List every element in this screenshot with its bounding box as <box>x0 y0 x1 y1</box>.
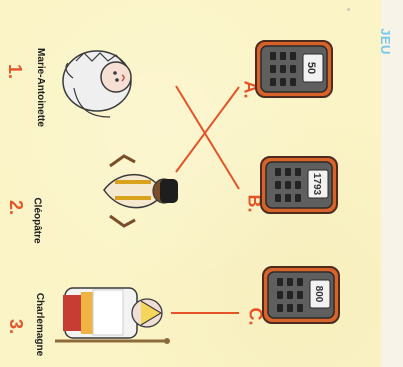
cleopatre-illustration <box>88 152 184 230</box>
phone-c-screen: 800 <box>313 286 324 303</box>
charlemagne-illustration <box>45 273 177 355</box>
number-2: 2. <box>5 200 26 215</box>
number-3: 3. <box>5 319 26 334</box>
name-charlemagne: Charlemagne <box>34 293 45 356</box>
phone-a: 50 <box>255 40 333 98</box>
name-marie-antoinette: Marie-Antoinette <box>35 48 46 127</box>
phone-a-screen: 50 <box>305 62 317 74</box>
name-cleopatre: Cléopâtre <box>32 197 43 243</box>
phone-b-screen: 1793 <box>311 173 322 196</box>
marie-antoinette-illustration <box>56 33 138 127</box>
number-1: 1. <box>4 64 25 79</box>
phone-c: 800 <box>262 266 340 324</box>
line-marie-b <box>176 86 239 189</box>
phone-b: 1793 <box>260 156 338 214</box>
